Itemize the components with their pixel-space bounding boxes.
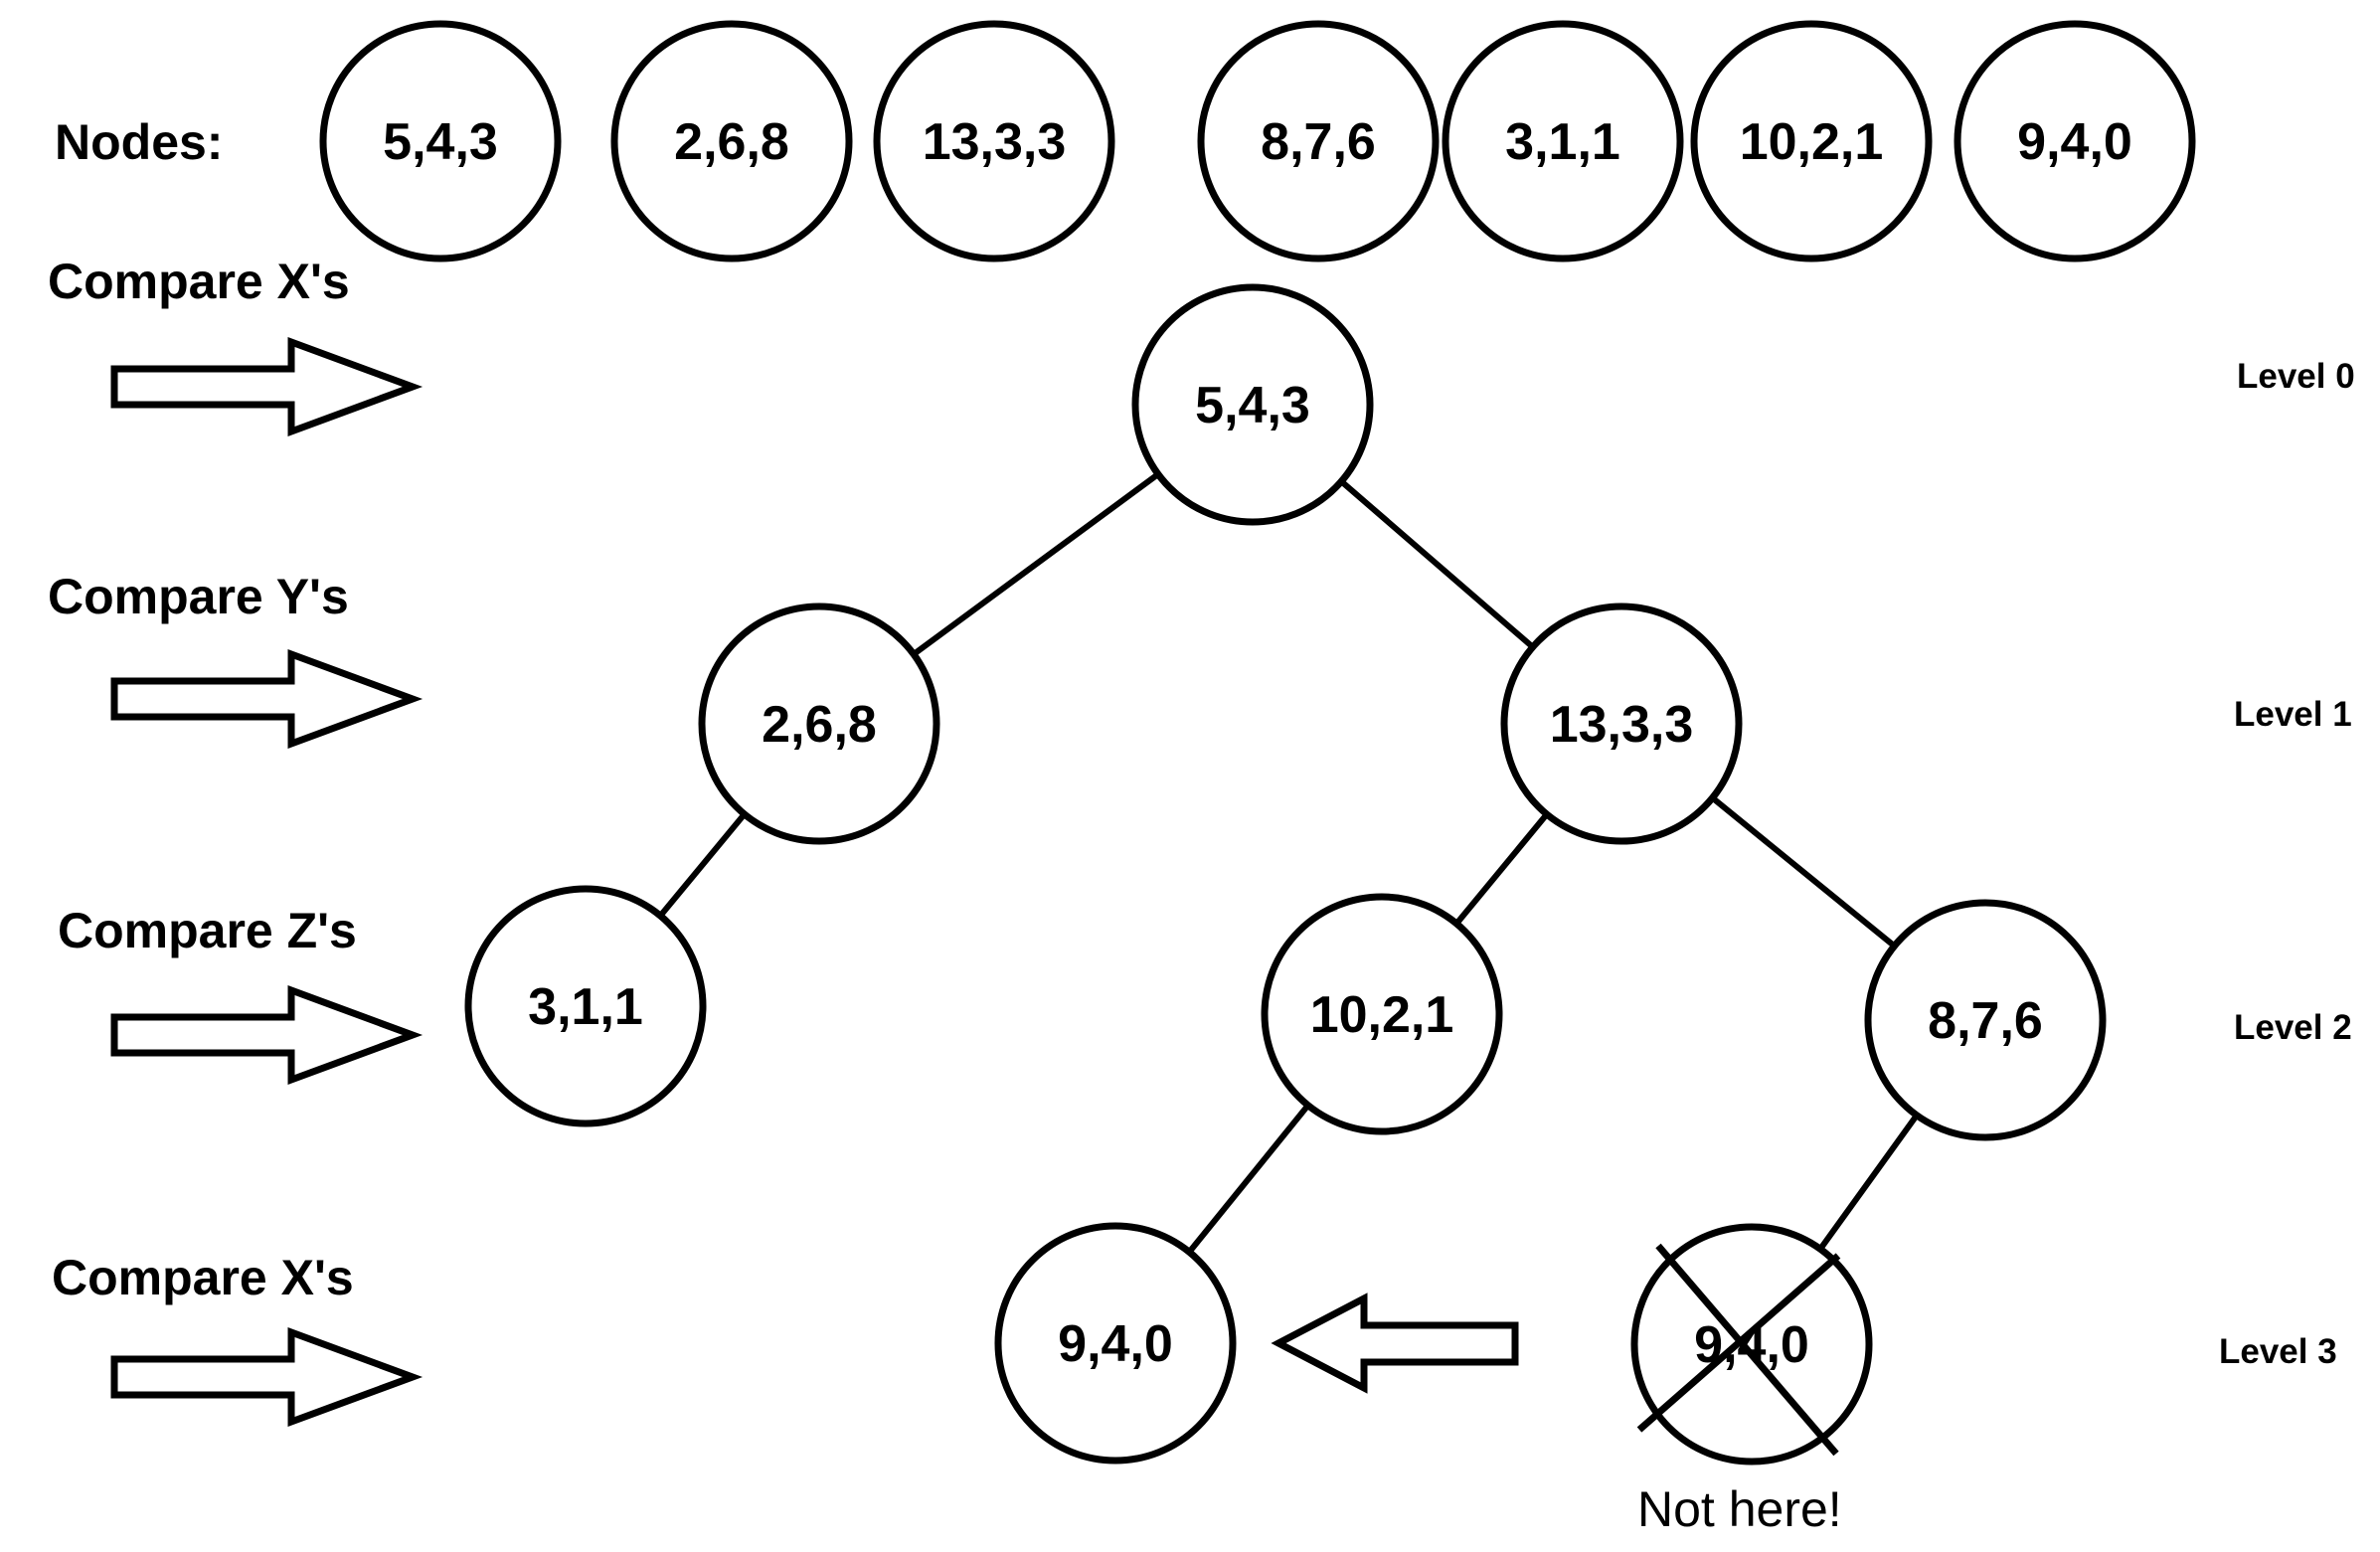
tree-node-level2-left-circle xyxy=(464,885,707,1127)
level-label-0: Level 0 xyxy=(2237,357,2355,396)
row-node-circle xyxy=(1954,20,2196,262)
level-label-3: Level 3 xyxy=(2219,1332,2337,1371)
tree-node-level2-right-value: 8,7,6 xyxy=(1928,992,2043,1050)
compare-step-2: Compare Z's xyxy=(58,903,424,1086)
row-node-value: 8,7,6 xyxy=(1261,113,1376,171)
compare-step-label: Compare Z's xyxy=(58,903,357,958)
row-node-value: 5,4,3 xyxy=(383,113,498,171)
tree-nodes: 5,4,3 2,6,8 13,3,3 3,1,1 10,2,1 8,7,6 9,… xyxy=(464,283,2107,1465)
rejected-note-label: Not here! xyxy=(1637,1481,1842,1537)
tree-node-level2-right-circle xyxy=(1864,899,2107,1141)
left-arrow-icon xyxy=(1271,1293,1519,1394)
right-arrow-icon xyxy=(110,1326,424,1428)
tree-node-root-circle xyxy=(1131,283,1374,526)
compare-step-0: Compare X's xyxy=(48,254,424,437)
compare-step-3: Compare X's xyxy=(52,1250,424,1428)
level-label-1: Level 1 xyxy=(2234,695,2352,734)
rejected-node: 9,4,0 Not here! xyxy=(1630,1223,1873,1537)
right-arrow-icon xyxy=(110,984,424,1086)
tree-node-level2-mid-value: 10,2,1 xyxy=(1310,986,1454,1044)
right-arrow-icon xyxy=(110,336,424,437)
row-node-circle xyxy=(1690,20,1933,262)
row-node-circle xyxy=(1197,20,1440,262)
compare-step-label: Compare X's xyxy=(48,254,350,309)
tree-node-level3-inserted-circle xyxy=(994,1222,1237,1465)
row-node-value: 9,4,0 xyxy=(2017,113,2132,171)
tree-node-root-value: 5,4,3 xyxy=(1195,377,1310,434)
row-node-value: 3,1,1 xyxy=(1505,113,1620,171)
tree-node-level3-inserted-value: 9,4,0 xyxy=(1058,1315,1173,1373)
tree-node-level1-left-circle xyxy=(698,603,940,845)
row-node-value: 13,3,3 xyxy=(923,113,1067,171)
cross-out-icon xyxy=(1655,1243,1839,1457)
compare-step-1: Compare Y's xyxy=(48,569,424,750)
tree-node-level1-right-value: 13,3,3 xyxy=(1550,696,1694,754)
level-label-2: Level 2 xyxy=(2234,1008,2352,1047)
tree-node-level2-mid-circle xyxy=(1261,893,1503,1135)
nodes-row: Nodes: 5,4,3 2,6,8 13,3,3 8,7,6 3,1,1 10… xyxy=(55,20,2196,262)
row-node-circle xyxy=(610,20,853,262)
nodes-row-label: Nodes: xyxy=(55,114,223,170)
tree-node-level2-left-value: 3,1,1 xyxy=(528,978,643,1036)
cross-out-icon xyxy=(1636,1253,1841,1433)
row-node-circle xyxy=(873,20,1115,262)
tree-edges xyxy=(583,402,1988,1346)
right-arrow-icon xyxy=(110,648,424,750)
compare-step-label: Compare X's xyxy=(52,1250,354,1305)
row-node-circle xyxy=(319,20,562,262)
level-labels: Level 0 Level 1 Level 2 Level 3 xyxy=(2219,357,2355,1371)
row-node-value: 2,6,8 xyxy=(674,113,789,171)
tree-node-level1-right-circle xyxy=(1500,603,1743,845)
row-node-circle xyxy=(1442,20,1684,262)
compare-step-label: Compare Y's xyxy=(48,569,349,624)
row-node-value: 10,2,1 xyxy=(1740,113,1884,171)
tree-node-level1-left-value: 2,6,8 xyxy=(762,696,877,754)
